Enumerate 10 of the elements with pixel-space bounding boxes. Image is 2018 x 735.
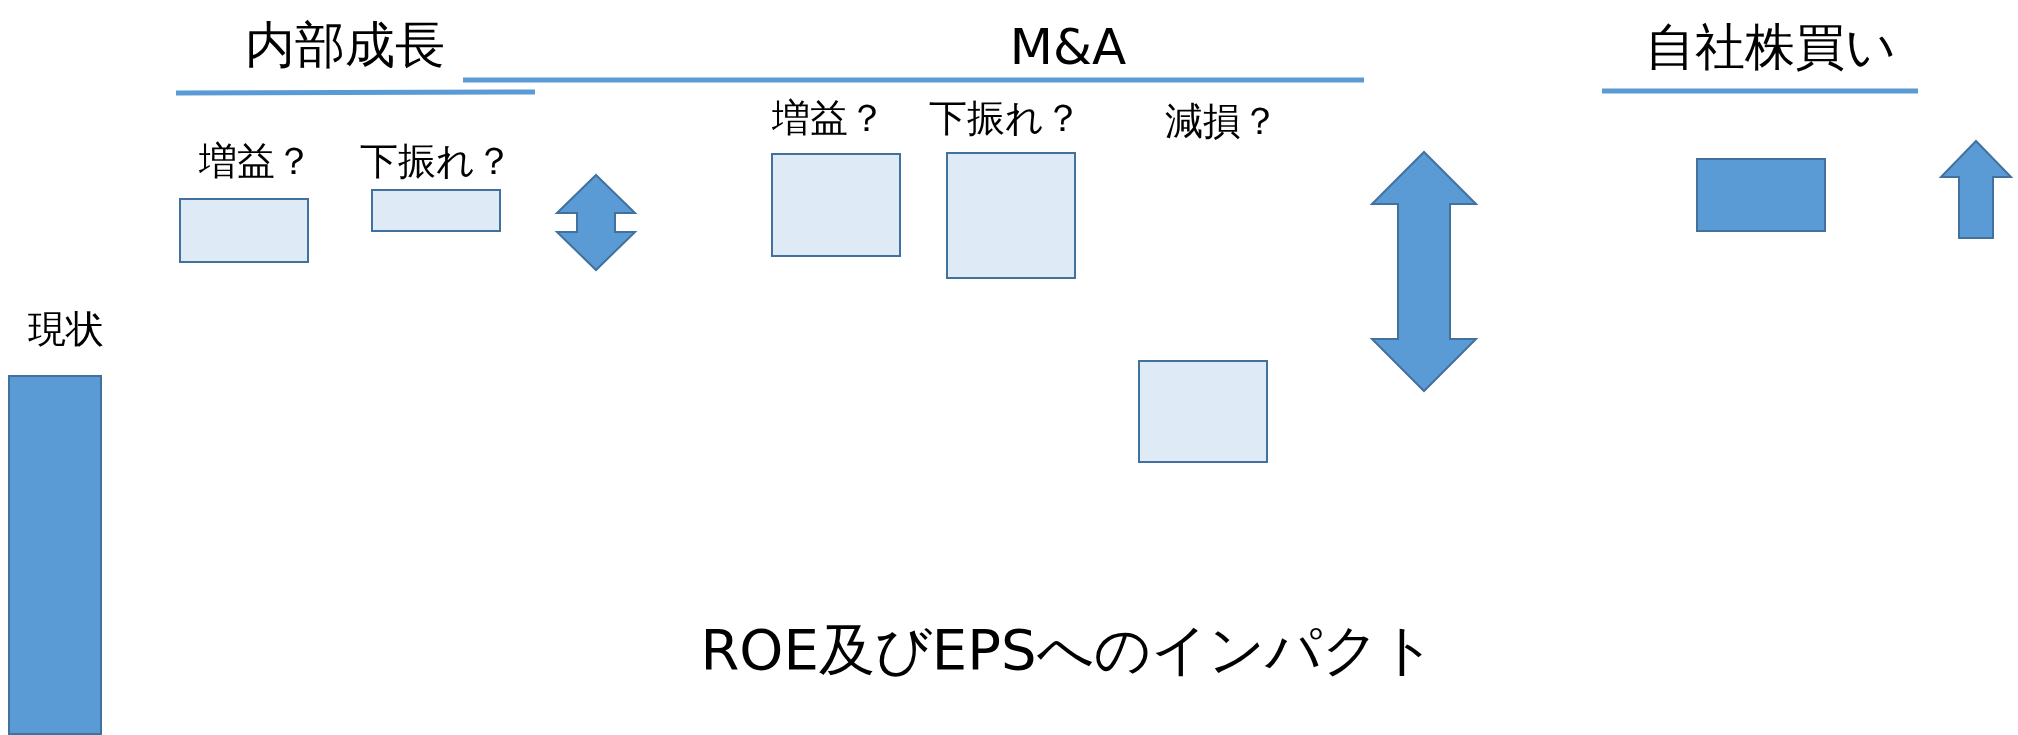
section-title: 自社株買い [1644, 22, 1896, 72]
box-heading: 増益？ [199, 142, 313, 180]
box-heading: 下振れ？ [929, 99, 1082, 137]
box-heading: 下振れ？ [360, 142, 513, 180]
box-heading: 増益？ [772, 99, 886, 137]
note-label: 減損？ [1165, 102, 1279, 140]
section-title: M&A [1009, 22, 1127, 72]
section-title: 内部成長 [245, 20, 445, 70]
caption: ROE及びEPSへのインパクト [700, 622, 1436, 678]
box-heading: 現状 [28, 310, 104, 348]
